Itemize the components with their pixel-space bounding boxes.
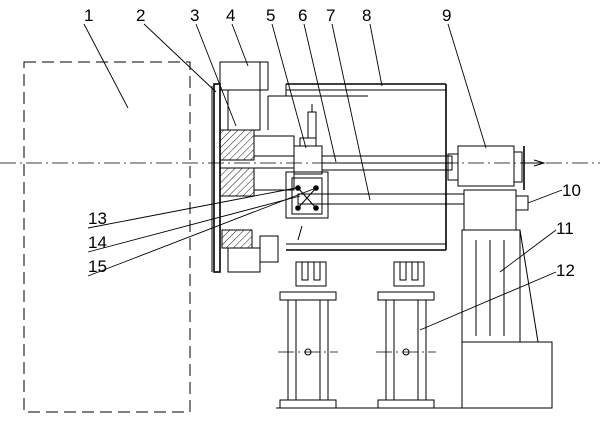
callout-8: 8 xyxy=(362,6,383,87)
support-stand xyxy=(461,229,539,343)
svg-text:1: 1 xyxy=(84,6,93,25)
thin-plate xyxy=(211,83,221,273)
shafts xyxy=(297,155,465,205)
callout-14: 14 xyxy=(87,195,301,253)
sensor-block xyxy=(285,171,329,241)
callout-13: 13 xyxy=(87,187,297,229)
svg-text:5: 5 xyxy=(266,6,275,25)
callout-9: 9 xyxy=(442,6,487,149)
lifting-support-left xyxy=(278,261,338,409)
svg-text:14: 14 xyxy=(88,233,107,252)
workpiece-outline xyxy=(23,61,191,413)
svg-text:4: 4 xyxy=(226,6,235,25)
callout-6: 6 xyxy=(298,6,337,163)
callout-3: 3 xyxy=(190,6,237,127)
housing-tube xyxy=(267,83,447,251)
callout-5: 5 xyxy=(266,6,307,149)
spindle-unit xyxy=(447,145,546,231)
svg-text:6: 6 xyxy=(298,6,307,25)
lifting-support-right xyxy=(376,261,436,409)
svg-text:11: 11 xyxy=(556,219,574,238)
callout-15: 15 xyxy=(87,187,317,277)
base-block xyxy=(461,341,553,409)
callout-12: 12 xyxy=(419,261,575,331)
svg-text:2: 2 xyxy=(136,6,145,25)
svg-text:3: 3 xyxy=(190,6,199,25)
svg-text:15: 15 xyxy=(88,257,107,276)
svg-text:7: 7 xyxy=(326,6,335,25)
callout-7: 7 xyxy=(326,6,371,201)
svg-text:9: 9 xyxy=(442,6,451,25)
callout-11: 11 xyxy=(499,219,574,273)
svg-text:8: 8 xyxy=(362,6,371,25)
svg-text:12: 12 xyxy=(556,261,575,280)
svg-text:13: 13 xyxy=(88,209,107,228)
callout-2: 2 xyxy=(136,6,217,93)
callout-1: 1 xyxy=(83,6,129,109)
flange-chuck xyxy=(219,61,295,273)
callout-10: 10 xyxy=(527,181,581,204)
clamp-block xyxy=(293,104,323,175)
callout-4: 4 xyxy=(226,6,249,67)
svg-text:10: 10 xyxy=(562,181,581,200)
